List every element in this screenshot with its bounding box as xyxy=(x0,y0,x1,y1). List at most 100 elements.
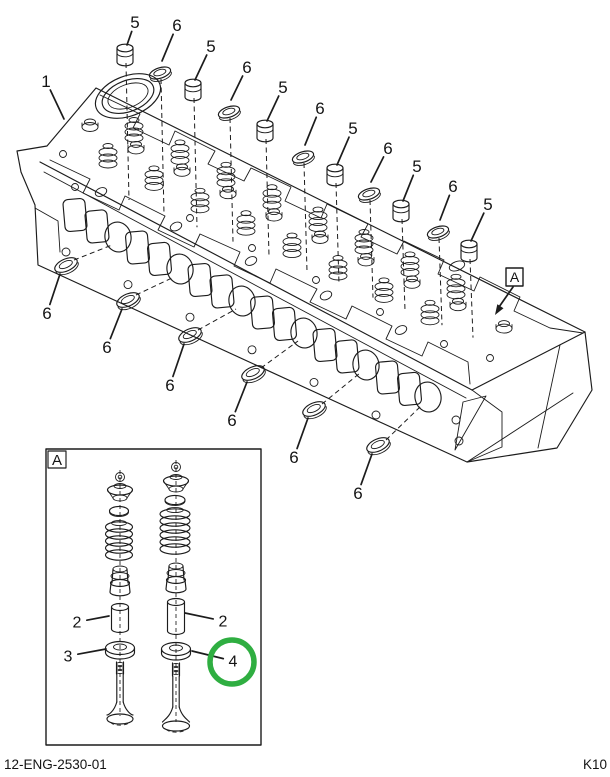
seal-inner xyxy=(362,189,376,198)
nut-base xyxy=(127,144,145,155)
valve-spring-coil xyxy=(159,522,191,534)
nut-top xyxy=(406,275,418,283)
seal-ring-part xyxy=(366,437,391,456)
spring-coil xyxy=(400,261,420,271)
spring-coil xyxy=(170,143,190,153)
seal-thickness xyxy=(427,230,450,241)
spring-retainer xyxy=(266,184,278,191)
assembly-axis-dashed xyxy=(229,117,234,242)
spring-coil xyxy=(124,127,144,137)
spring-coil xyxy=(216,178,236,188)
cap-lip xyxy=(392,208,410,214)
spring-retainer xyxy=(128,117,140,123)
nut-base xyxy=(81,122,99,132)
assembly-axis-dashed xyxy=(135,276,175,296)
callout-label-1: 1 xyxy=(41,72,50,91)
spring-coil xyxy=(446,290,466,300)
seal-ring-part xyxy=(291,150,315,166)
right-face-hole xyxy=(451,415,461,425)
retainer-base xyxy=(168,485,184,493)
spring-coil xyxy=(170,149,190,159)
cap-body xyxy=(116,47,134,67)
seal-inner xyxy=(222,107,236,116)
nut-base xyxy=(311,234,329,244)
spring-coil xyxy=(400,267,420,277)
spring-retainer xyxy=(404,251,416,258)
assembly-axis-dashed xyxy=(369,199,374,298)
valve-head-hidden-edge xyxy=(166,728,186,733)
cap-top xyxy=(326,163,344,173)
retainer-cone xyxy=(107,489,114,499)
detail-marker-box xyxy=(505,267,524,287)
callout-label-5: 5 xyxy=(206,37,215,56)
cap-body xyxy=(326,167,344,187)
valve-head xyxy=(106,713,134,725)
deck-right-edge xyxy=(471,331,586,391)
seal-ring-part xyxy=(241,365,266,384)
spring-coil xyxy=(420,310,440,320)
nut-top xyxy=(130,140,142,148)
cap-lip xyxy=(460,248,478,254)
right-face-line xyxy=(537,344,561,449)
deck-bolt-hole xyxy=(248,244,256,252)
spring-coil xyxy=(98,147,118,157)
spring-coil xyxy=(354,239,374,249)
callout-label-6: 6 xyxy=(242,58,251,77)
seal-outer xyxy=(148,66,172,80)
seal-thickness xyxy=(292,155,315,166)
spring-coil xyxy=(124,133,144,143)
valve-fillet xyxy=(106,701,118,716)
valve-cap-part xyxy=(184,78,202,102)
seal-outer xyxy=(217,105,241,119)
spring-retainer xyxy=(102,143,114,149)
seal-ring-part xyxy=(178,327,203,346)
spring-coil xyxy=(236,226,256,236)
seal-thickness xyxy=(117,297,141,311)
exhaust-port xyxy=(334,339,360,374)
right-face-wedge xyxy=(454,395,487,451)
seal-thickness xyxy=(303,406,327,420)
exhaust-port xyxy=(62,197,88,233)
cap-top xyxy=(460,239,478,249)
seal-inner xyxy=(120,295,135,305)
spring-coil xyxy=(236,214,256,224)
seal-outer xyxy=(426,225,450,239)
callout-leader xyxy=(336,136,350,166)
spring-coil xyxy=(420,316,440,326)
nut-top xyxy=(498,320,510,328)
inset-callout-leader xyxy=(85,615,110,622)
nut-top xyxy=(222,185,234,193)
pedestal-hole xyxy=(319,290,333,301)
spring-coil xyxy=(328,271,348,281)
cap-top xyxy=(392,199,410,209)
callout-leader xyxy=(370,156,385,183)
callout-leader xyxy=(230,75,244,101)
cap-lip xyxy=(256,128,274,134)
spring-coil xyxy=(374,287,394,297)
spring-coil xyxy=(236,220,256,230)
cap-body xyxy=(392,203,410,223)
spring-coil xyxy=(282,237,302,247)
callout-label-6: 6 xyxy=(227,411,236,430)
doc-number: 12-ENG-2530-01 xyxy=(4,757,107,772)
spring-coil xyxy=(190,204,210,214)
spring-retainer xyxy=(174,139,186,146)
spring-coil xyxy=(282,249,302,259)
exhaust-port xyxy=(187,262,213,298)
right-face-corner xyxy=(466,389,503,463)
inset-marker-box xyxy=(47,450,67,469)
seal-thickness xyxy=(367,442,391,456)
valve-cap-part xyxy=(392,199,410,223)
right-face-hole xyxy=(454,436,464,446)
stem-seal-side xyxy=(165,579,168,590)
valve-keeper-inner xyxy=(173,464,179,470)
pedestal-hole xyxy=(244,256,258,266)
seal-inner xyxy=(245,368,260,378)
deck-bolt-hole xyxy=(186,214,194,222)
spring-coil xyxy=(262,188,282,198)
callout-leader xyxy=(48,273,61,306)
valve-assembly xyxy=(104,470,136,726)
cap-body xyxy=(184,82,202,102)
seal-outer xyxy=(178,327,202,343)
